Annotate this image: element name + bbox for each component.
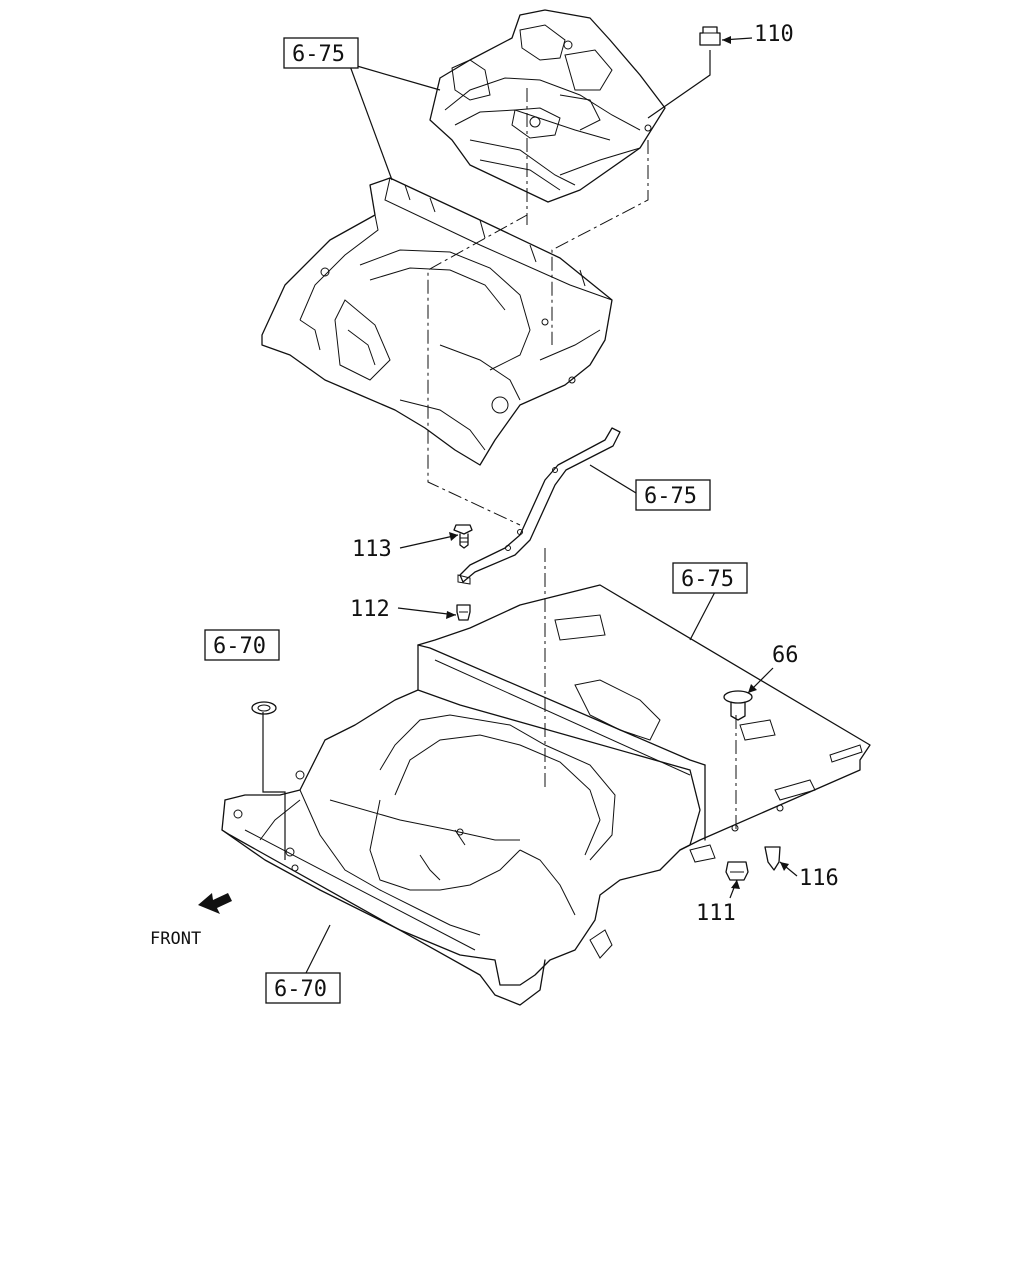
ref-box-6-75-right[interactable]: 6-75 <box>672 562 748 594</box>
ref-label-6-75-right: 6-75 <box>681 567 734 592</box>
arrow-down-left-icon <box>198 893 232 914</box>
fastener-66-clip <box>723 690 753 721</box>
fastener-111-clip <box>725 861 749 881</box>
grommet-6-70 <box>251 701 277 715</box>
callout-110: 110 <box>754 22 794 47</box>
ref-box-6-75-mid[interactable]: 6-75 <box>635 479 711 511</box>
ref-label-6-75-mid: 6-75 <box>644 484 697 509</box>
assembly-lines <box>262 50 737 860</box>
fastener-113-screw <box>453 524 473 549</box>
ref-box-6-75-top[interactable]: 6-75 <box>283 37 359 69</box>
fastener-110-bolt <box>699 26 721 46</box>
ref-label-6-70-bottom: 6-70 <box>274 977 327 1002</box>
fastener-112-clip <box>456 604 471 621</box>
callout-111: 111 <box>696 901 736 926</box>
rear-floor-assembly <box>221 584 871 1006</box>
callout-113: 113 <box>352 537 392 562</box>
ref-label-6-70-left: 6-70 <box>213 634 266 659</box>
callout-112: 112 <box>350 597 390 622</box>
fastener-116-clip <box>764 846 781 871</box>
ref-label-6-75-top: 6-75 <box>292 42 345 67</box>
callout-66: 66 <box>772 643 799 668</box>
front-floor-panel <box>261 177 613 466</box>
front-label: FRONT <box>150 929 201 949</box>
callout-116: 116 <box>799 866 839 891</box>
floor-bracket <box>457 427 621 585</box>
ref-box-6-70-left[interactable]: 6-70 <box>204 629 280 661</box>
upper-floor-panel <box>429 9 666 203</box>
front-direction-indicator: FRONT <box>150 893 232 949</box>
leader-lines <box>304 36 798 976</box>
ref-box-6-70-bottom[interactable]: 6-70 <box>265 972 341 1004</box>
